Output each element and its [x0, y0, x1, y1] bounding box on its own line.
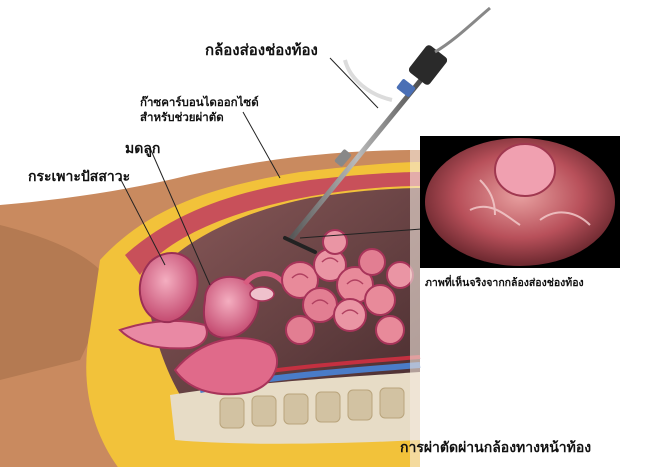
camera-head: [407, 44, 448, 87]
uterus-label: มดลูก: [125, 138, 160, 160]
camera-view-label: ภาพที่เห็นจริงจากกล้องส่องช่องท้อง: [425, 274, 584, 291]
co2-gas-label-line2: สำหรับช่วยผ่าตัด: [140, 110, 259, 125]
bladder-label: กระเพาะปัสสาวะ: [28, 166, 130, 188]
camera-view-uterus: [495, 144, 555, 196]
figure-caption: การผ่าตัดผ่านกล้องทางหน้าท้อง: [400, 437, 591, 459]
gas-tube: [345, 60, 392, 100]
co2-gas-label-line1: ก๊าซคาร์บอนไดออกไซด์: [140, 95, 259, 110]
laparoscope-label: กล้องส่องช่องท้อง: [205, 38, 318, 62]
camera-cable: [435, 8, 490, 52]
ovary: [250, 287, 274, 301]
co2-gas-label: ก๊าซคาร์บอนไดออกไซด์ สำหรับช่วยผ่าตัด: [140, 95, 259, 125]
scope-collar: [396, 78, 416, 97]
cutaway-edge: [410, 150, 420, 467]
